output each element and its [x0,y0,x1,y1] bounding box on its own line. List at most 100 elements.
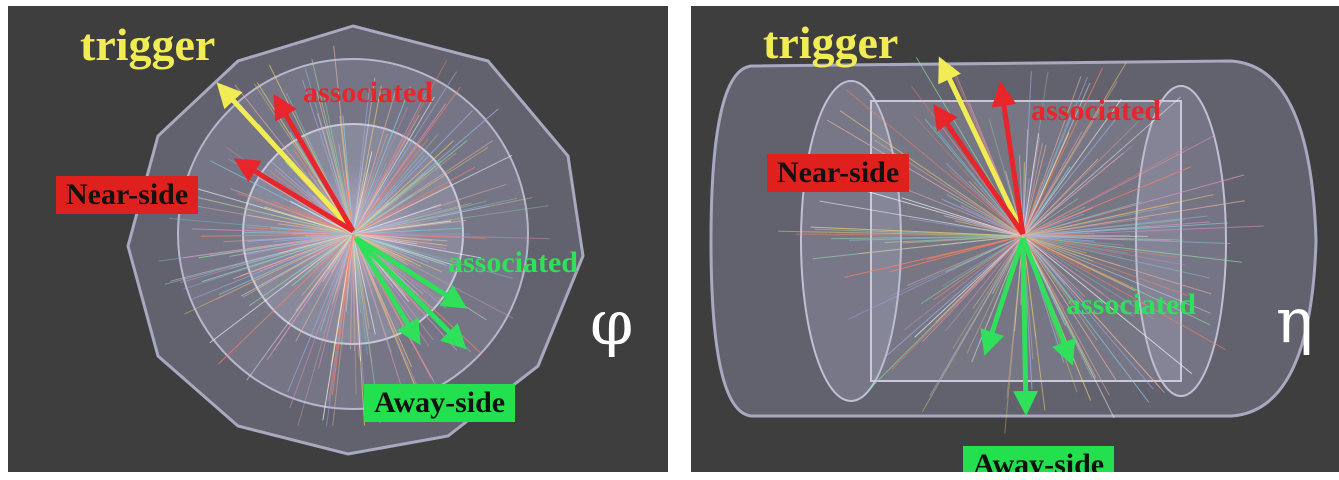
particle-track [352,96,435,235]
away-side-badge: Away-side [364,384,516,422]
particle-track [889,235,1024,273]
particle-track [1022,201,1142,237]
particle-track [352,220,467,235]
phi-axis-symbol: φ [590,286,634,359]
particle-track [291,233,354,287]
particle-track [1022,235,1171,241]
particle-track [352,233,514,319]
particle-track [1022,166,1071,237]
particle-track [352,233,447,250]
particle-track [352,140,468,235]
particle-track [352,204,442,235]
particle-track [352,233,514,279]
particle-track [271,227,354,235]
particle-track [1022,76,1082,237]
particle-track [1022,113,1120,237]
particle-track [352,162,388,235]
particle-track [1004,235,1024,434]
particle-track [1022,235,1046,411]
particle-track [1022,235,1124,246]
particle-track [935,235,1024,323]
particle-track [237,192,354,235]
particle-track [338,143,354,235]
particle-track [1022,235,1150,403]
particle-track [946,194,1024,237]
particle-track [318,233,354,369]
particle-track [272,200,354,235]
particle-track [301,79,354,235]
trigger-arrow [938,56,1026,236]
particle-track [1022,208,1091,237]
away-associated-label: associated [448,246,578,279]
particle-track [278,233,354,255]
particle-track [328,233,354,402]
particle-track [352,202,390,235]
particle-track [170,233,354,282]
away-associated-arrow-1 [354,235,468,309]
particle-track [966,235,1024,354]
particle-track [246,233,354,381]
particle-track [1022,235,1243,263]
particle-track [1022,235,1166,394]
particle-track [191,228,354,235]
particle-track [884,235,1024,243]
particle-track [913,115,1024,237]
particle-track [352,151,373,235]
particle-track [972,235,1024,309]
near-associated-label: associated [303,76,433,109]
particle-track [1022,134,1216,237]
particle-track [1022,144,1134,237]
particle-track [233,233,354,280]
particle-track [320,233,354,331]
particle-track [352,233,443,273]
phi-view-drawing [126,24,585,456]
particle-track [352,233,376,335]
particle-track [200,233,354,237]
particle-track [906,235,1024,287]
particle-track [926,235,1024,260]
particle-track [1022,158,1099,237]
particle-track [249,233,354,307]
particle-track [352,197,380,235]
particle-track [1022,145,1047,237]
particle-track [352,233,448,242]
particle-track [1022,143,1043,237]
near-associated-arrow-2 [933,103,1026,236]
near-associated-arrow-1 [273,93,356,233]
particle-track [304,67,354,235]
particle-track [914,235,1024,338]
particle-track [352,160,442,235]
particle-track [352,133,388,235]
particle-track [306,233,354,257]
particle-track [901,197,1024,237]
particle-track [316,90,354,235]
particle-track [342,233,354,303]
particle-track [301,233,354,296]
particle-track [1022,235,1098,341]
particle-track [352,233,355,352]
particle-track [1022,235,1227,351]
particle-track [810,226,1024,237]
particle-track [352,233,368,355]
particle-track [352,233,482,259]
particle-track [945,235,1024,332]
particle-track [331,233,354,305]
particle-track [1022,235,1211,279]
particle-track [1022,235,1094,262]
particle-track [352,233,357,395]
away-associated-label: associated [1066,288,1196,321]
particle-track [352,71,457,235]
particle-track [247,233,354,242]
particle-track [352,86,411,235]
particle-track [352,233,370,329]
particle-track [209,233,354,344]
particle-track [295,233,354,342]
particle-track [333,45,354,235]
particle-track [352,92,427,235]
particle-track [1022,215,1208,237]
particle-track [929,235,1024,397]
near-associated-arrow-2 [233,158,355,234]
particle-track [332,233,354,427]
particle-track [352,227,462,235]
particle-track [352,233,447,247]
